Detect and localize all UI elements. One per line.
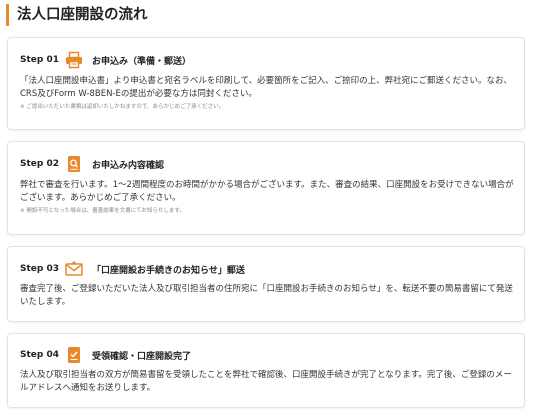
step-label: Step 04	[20, 350, 59, 360]
step-title: お申込み内容確認	[92, 160, 165, 171]
step-note: ※ ご提出いただいた書類は返却いたしかねますので、あらかじめご了承ください。	[20, 104, 225, 110]
step-card-01: Step 01 お申込み（準備・郵送） 「法人口座開設申込書」より申込書と宛名ラ…	[7, 37, 525, 130]
step-note: ※ 開設不可となった場合は、審査結果を文書にてお知らせします。	[20, 208, 185, 214]
checklist-icon	[64, 345, 84, 365]
step-description: 審査完了後、ご登録いただいた法人及び取引担当者の住所宛に「口座開設お手続きのお知…	[20, 284, 513, 307]
printer-icon	[64, 50, 84, 70]
step-label: Step 02	[20, 159, 59, 169]
step-card-04: Step 04 受領確認・口座開設完了 法人及び取引担当者の双方が簡易書留を受領…	[7, 333, 525, 408]
document-search-icon	[64, 154, 84, 174]
step-title: お申込み（準備・郵送）	[92, 56, 192, 67]
step-header-03: Step 03 「口座開設お手続きのお知らせ」郵送	[20, 258, 245, 280]
step-description: 弊社で審査を行います。1〜2週間程度のお時間がかかる場合がございます。また、審査…	[20, 180, 514, 203]
step-description: 「法人口座開設申込書」より申込書と宛名ラベルを印刷して、必要箇所をご記入、ご捺印…	[20, 76, 512, 99]
step-label: Step 03	[20, 264, 59, 274]
step-description: 法人及び取引担当者の双方が簡易書留を受領したことを弊社で確認後、口座開設手続きが…	[20, 370, 512, 393]
step-label: Step 01	[20, 55, 59, 65]
page-title: 法人口座開設の流れ	[6, 4, 148, 26]
envelope-icon	[64, 259, 84, 279]
step-header-04: Step 04 受領確認・口座開設完了	[20, 344, 191, 366]
step-header-01: Step 01 お申込み（準備・郵送）	[20, 49, 191, 71]
step-header-02: Step 02 お申込み内容確認	[20, 153, 164, 175]
step-title: 「口座開設お手続きのお知らせ」郵送	[92, 265, 245, 276]
step-title: 受領確認・口座開設完了	[92, 351, 192, 362]
step-card-03: Step 03 「口座開設お手続きのお知らせ」郵送 審査完了後、ご登録いただいた…	[7, 246, 525, 322]
step-card-02: Step 02 お申込み内容確認 弊社で審査を行います。1〜2週間程度のお時間が…	[7, 141, 525, 235]
